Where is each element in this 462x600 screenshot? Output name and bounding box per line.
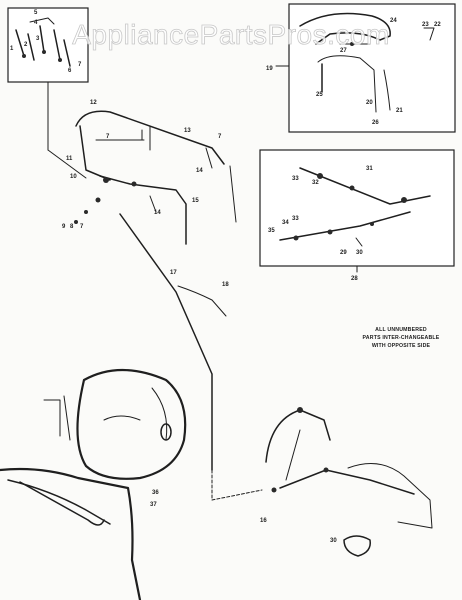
seat-bracket-assembly [299,12,435,113]
callout-2: 2 [24,42,28,48]
watermark-text: AppliancePartsPros.com [72,19,390,50]
main-lever-assembly [74,110,237,245]
callout-30b: 30 [330,538,337,544]
callout-5: 5 [34,10,38,16]
callout-36: 36 [152,490,159,496]
callout-28: 28 [351,276,358,282]
callout-26: 26 [372,120,379,126]
callout-7b: 7 [106,134,110,140]
callout-18: 18 [222,282,229,288]
note-line-1: ALL UNNUMBERED [375,327,427,333]
linkage-assembly [279,167,431,247]
callout-33: 33 [292,176,299,182]
callout-17: 17 [170,270,177,276]
seat-shell [76,368,187,480]
callout-10: 10 [70,174,77,180]
note-line-2: PARTS INTER-CHANGEABLE [363,335,440,341]
leader-detail-box-2 [47,149,87,179]
fender [0,395,142,600]
callout-22: 22 [434,22,441,28]
callout-9: 9 [62,224,66,230]
lower-right-linkage [265,407,433,557]
callout-29: 29 [340,250,347,256]
callout-3: 3 [36,36,40,42]
callout-1: 1 [10,46,14,52]
callout-25: 25 [316,92,323,98]
callout-7d: 7 [80,224,84,230]
callout-16: 16 [260,518,267,524]
callout-15: 15 [192,198,199,204]
callout-6: 6 [68,68,72,74]
callout-4: 4 [34,20,38,26]
callout-14b: 14 [154,210,161,216]
callout-33b: 33 [292,216,299,222]
callout-30: 30 [356,250,363,256]
callout-14: 14 [196,168,203,174]
note-line-3: WITH OPPOSITE SIDE [372,343,431,349]
callout-21: 21 [396,108,403,114]
callout-12: 12 [90,100,97,106]
callout-13: 13 [184,128,191,134]
callout-8: 8 [70,224,74,230]
callout-labels: 1 2 3 4 5 6 7 12 7 13 7 11 10 14 14 15 9… [10,10,441,544]
callout-27: 27 [340,48,347,54]
callout-32: 32 [312,180,319,186]
callout-7c: 7 [218,134,222,140]
callout-20: 20 [366,100,373,106]
callout-7: 7 [78,62,82,68]
callout-31: 31 [366,166,373,172]
control-rod [119,213,263,501]
callout-19: 19 [266,66,273,72]
callout-37: 37 [150,502,157,508]
callout-35: 35 [268,228,275,234]
detail-parts-small [15,17,71,67]
callout-34: 34 [282,220,289,226]
detail-box-middle-right [259,149,455,267]
interchangeable-note: ALL UNNUMBERED PARTS INTER-CHANGEABLE WI… [363,327,440,349]
callout-23: 23 [422,22,429,28]
callout-24: 24 [390,18,397,24]
callout-11: 11 [66,156,73,162]
